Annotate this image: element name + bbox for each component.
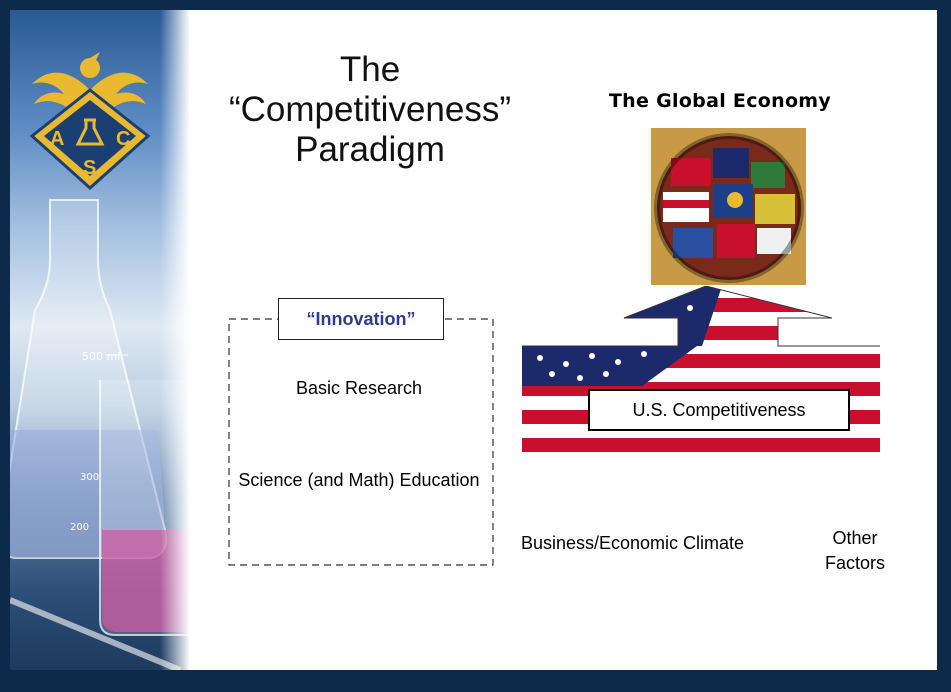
- slide-title: The “Competitiveness” Paradigm: [190, 50, 550, 170]
- innovation-dashed-box: [228, 318, 494, 566]
- logo-letter-a: A: [50, 128, 64, 150]
- title-line-1: The: [339, 50, 401, 89]
- flag-globe-image: [651, 128, 806, 285]
- svg-text:200: 200: [70, 522, 89, 533]
- title-line-3: Paradigm: [295, 130, 445, 169]
- global-economy-title: The Global Economy: [608, 90, 832, 112]
- innovation-label: “Innovation”: [278, 298, 444, 340]
- frame-top-bar: [0, 0, 951, 10]
- us-flag-arrow: [522, 286, 880, 466]
- frame-bottom-bar: [0, 670, 951, 692]
- logo-letter-s: S: [83, 157, 96, 179]
- frame-left-bar: [0, 0, 10, 692]
- svg-text:300: 300: [80, 472, 99, 483]
- other-factors-text: Other Factors: [824, 528, 885, 573]
- science-education-text: Science (and Math) Education: [238, 470, 480, 490]
- side-panel-fade: [160, 10, 190, 670]
- acs-eagle-logo: A C S: [29, 52, 151, 191]
- frame-right-bar: [937, 0, 951, 692]
- slide-content-area: [190, 10, 937, 670]
- us-competitiveness-label: U.S. Competitiveness: [588, 389, 850, 431]
- globe-illustration: [651, 128, 806, 285]
- svg-text:500 ml: 500 ml: [82, 350, 120, 363]
- basic-research-text: Basic Research: [295, 378, 423, 398]
- title-line-2: “Competitiveness”: [228, 90, 512, 129]
- business-economic-climate-text: Business/Economic Climate: [520, 533, 745, 553]
- logo-letter-c: C: [116, 128, 130, 150]
